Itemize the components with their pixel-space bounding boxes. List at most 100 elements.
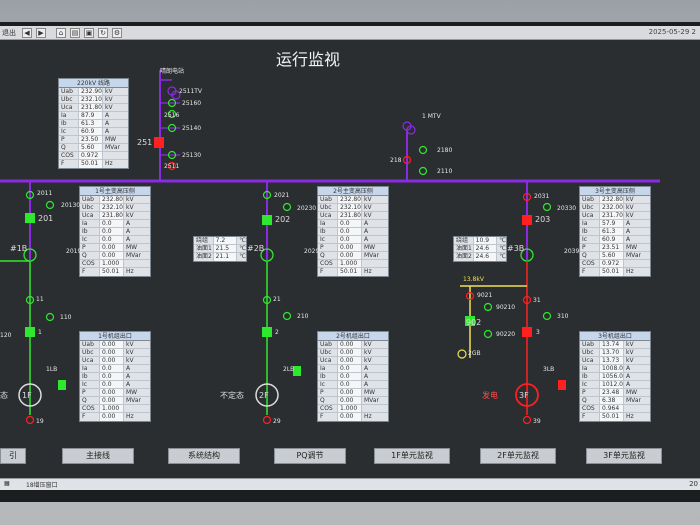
- value-key: P: [580, 244, 600, 251]
- start-icon[interactable]: ▦: [4, 480, 10, 487]
- value-key: Ic: [580, 236, 600, 243]
- value-key: Uca: [580, 212, 600, 219]
- label-1lb: 1LB: [46, 366, 58, 373]
- value-number: 232.80: [600, 196, 624, 203]
- nav-button-system-structure[interactable]: 系统结构: [168, 448, 240, 464]
- panel-header: 1号机组出口: [80, 332, 150, 341]
- value-key: Ic: [580, 381, 600, 388]
- breaker-1[interactable]: [25, 327, 35, 337]
- value-key: Ic: [318, 236, 338, 243]
- panel-header: 220kV 线路: [59, 79, 128, 88]
- taskbar-item[interactable]: 18增压窗口: [26, 482, 58, 489]
- value-key: P: [80, 244, 100, 251]
- value-unit: kV: [364, 341, 372, 348]
- value-number: 0.00: [338, 341, 362, 348]
- settings-icon[interactable]: ⚙: [112, 28, 122, 38]
- nav-button-main-wiring[interactable]: 主接线: [62, 448, 134, 464]
- exit-button[interactable]: 退出: [2, 29, 16, 37]
- value-unit: kV: [126, 196, 134, 203]
- value-key: Ib: [580, 228, 600, 235]
- label-2031: 2031: [534, 193, 550, 200]
- breaker-203[interactable]: [522, 215, 532, 225]
- gen1-state: 态: [0, 391, 8, 400]
- value-number: 231.80: [100, 212, 124, 219]
- label-11: 11: [36, 296, 44, 303]
- value-unit: A: [105, 120, 110, 127]
- forward-icon[interactable]: ▶: [36, 28, 46, 38]
- value-unit: A: [364, 220, 369, 227]
- nav-button-index[interactable]: 引: [0, 448, 26, 464]
- value-number: 0.0: [338, 381, 362, 388]
- nav-button-1f-monitor[interactable]: 1F单元监视: [374, 448, 450, 464]
- nav-button-pq-adjust[interactable]: PQ调节: [274, 448, 346, 464]
- nav-button-3f-monitor[interactable]: 3F单元监视: [586, 448, 662, 464]
- value-unit: Hz: [626, 413, 634, 420]
- value-unit: [362, 260, 388, 267]
- value-key: Q: [80, 397, 100, 404]
- value-key: P: [59, 136, 79, 143]
- value-key: Ia: [80, 220, 100, 227]
- nav-button-2f-monitor[interactable]: 2F单元监视: [480, 448, 556, 464]
- breaker-201[interactable]: [25, 213, 35, 223]
- value-number: 61.3: [79, 120, 103, 127]
- value-key: COS: [580, 405, 600, 412]
- value-unit: A: [364, 228, 369, 235]
- breaker-3[interactable]: [522, 327, 532, 337]
- panel-header: 3号机组出口: [580, 332, 650, 341]
- breaker-251[interactable]: [154, 137, 164, 148]
- print-icon[interactable]: ▤: [70, 28, 80, 38]
- home-icon[interactable]: ⌂: [56, 28, 66, 38]
- value-number: 232.10: [79, 96, 103, 103]
- value-key: Uca: [59, 104, 79, 111]
- value-unit: MVar: [364, 252, 379, 259]
- value-number: 0.00: [338, 252, 362, 259]
- value-number: 0.0: [100, 228, 124, 235]
- value-unit: kV: [364, 196, 372, 203]
- value-number: 87.9: [79, 112, 103, 119]
- value-key: Ib: [59, 120, 79, 127]
- label-19: 19: [36, 418, 44, 425]
- value-number: 0.00: [338, 389, 362, 396]
- breaker-902[interactable]: [465, 316, 475, 326]
- label-202: 202: [275, 215, 291, 224]
- value-key: Ib: [580, 373, 600, 380]
- gen3-state: 发电: [482, 391, 498, 400]
- value-number: 57.9: [600, 220, 624, 227]
- value-number: 1.000: [100, 405, 124, 412]
- value-key: Ia: [580, 365, 600, 372]
- value-unit: A: [126, 220, 131, 227]
- back-icon[interactable]: ◀: [22, 28, 32, 38]
- gen3-label: 3F: [519, 391, 529, 400]
- label-2021: 2021: [274, 192, 290, 199]
- label-9021: 9021: [477, 292, 493, 299]
- value-unit: kV: [626, 196, 634, 203]
- value-number: 0.0: [338, 220, 362, 227]
- value-number: 231.70: [600, 212, 624, 219]
- save-icon[interactable]: ▣: [84, 28, 94, 38]
- value-number: 0.964: [600, 405, 624, 412]
- breaker-2[interactable]: [262, 327, 272, 337]
- value-unit: MVar: [626, 397, 641, 404]
- breaker-202[interactable]: [262, 215, 272, 225]
- value-number: 0.00: [338, 357, 362, 364]
- refresh-icon[interactable]: ↻: [98, 28, 108, 38]
- value-key: Uab: [318, 196, 338, 203]
